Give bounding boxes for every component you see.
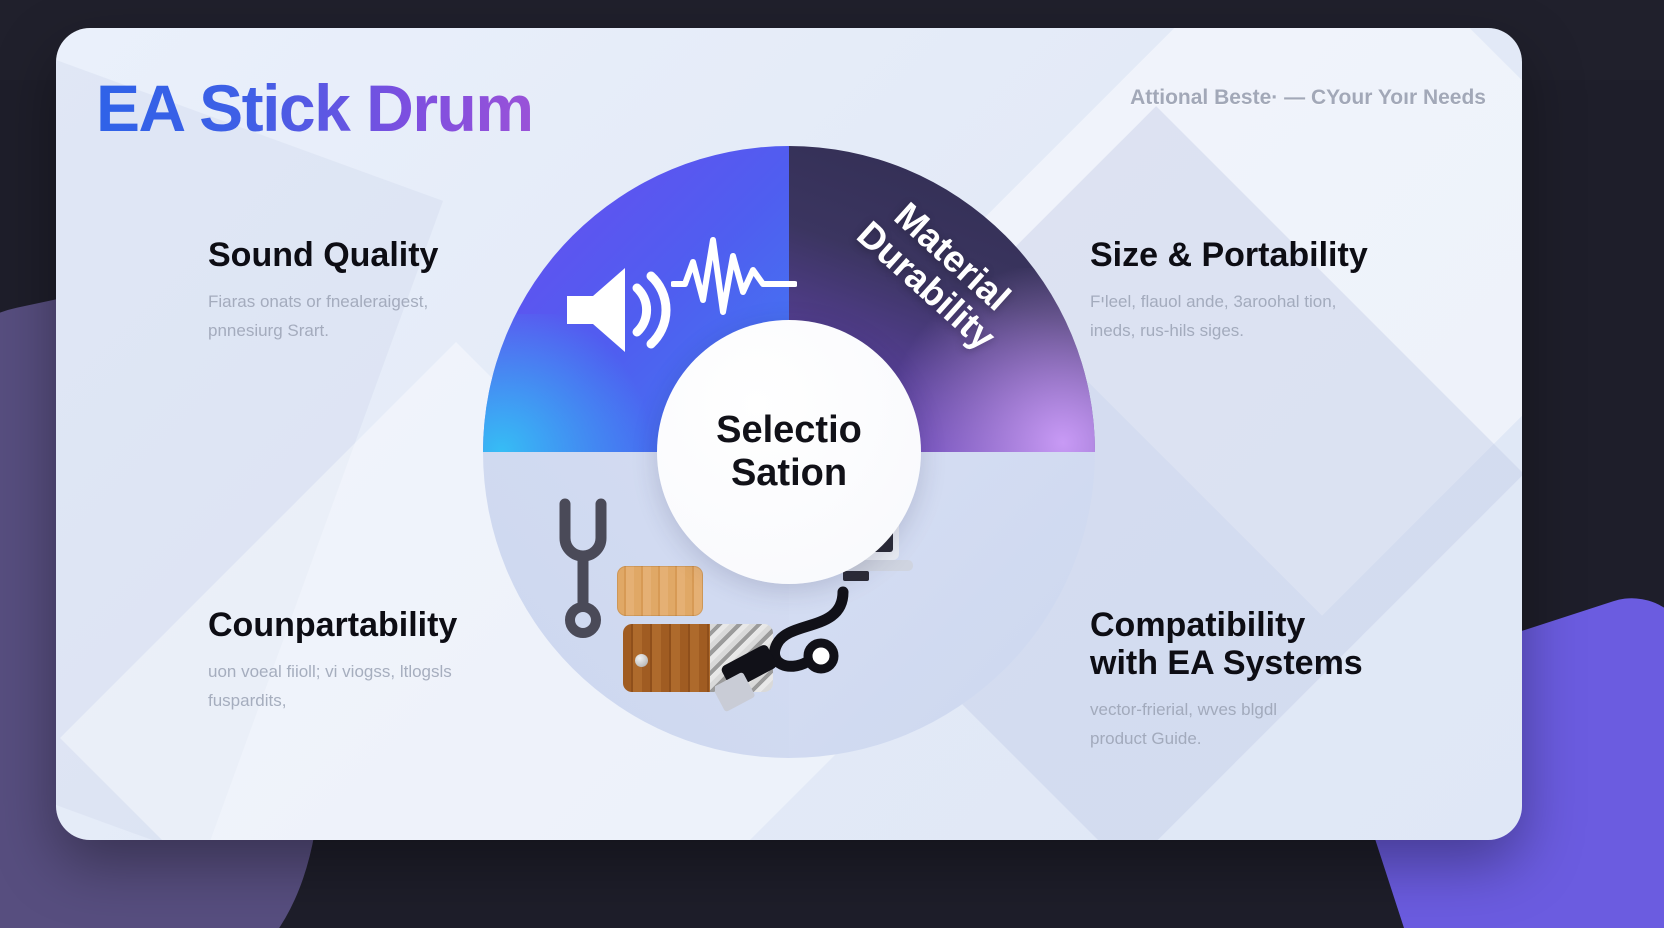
main-card: EA Stick Drum Attional Beste· — CYour Yo… <box>56 28 1522 840</box>
center-line-2: Sation <box>730 452 848 494</box>
block-sound-quality: Sound Quality Fiaras onats or fnealeraig… <box>208 236 538 345</box>
block-title-line2: with EA Systems <box>1090 644 1363 683</box>
wood-plank-icon <box>617 566 703 616</box>
usb-cable-icon <box>715 586 849 712</box>
wheel-center-label: Selectio Sation <box>657 320 921 584</box>
selection-wheel: Material Durability <box>483 146 1095 758</box>
block-title: Counpartability <box>208 606 458 644</box>
block-title: Sound Quality <box>208 236 439 274</box>
block-title: Size & Portability <box>1090 236 1368 274</box>
block-size-portability: Size & Portability Fיleel, flauol ande, … <box>1090 236 1420 345</box>
tuning-fork-icon <box>559 498 607 638</box>
block-body: Fיleel, flauol ande, 3aroohal tion,ineds… <box>1090 292 1337 340</box>
block-compatibility-ea-systems: Compatibility with EA Systems vector-fri… <box>1090 606 1420 753</box>
block-body: Fiaras onats or fnealeraigest,pnnesiurg … <box>208 292 429 340</box>
block-title-line1: Compatibility <box>1090 606 1306 644</box>
page-title: EA Stick Drum <box>96 71 534 145</box>
screw-icon <box>635 654 648 667</box>
block-counpartability: Counpartability uon voeal fiioll; vi vio… <box>208 606 538 715</box>
speaker-icon <box>567 268 671 352</box>
header-tagline: Attional Beste· — CYour Yoır Needs <box>1130 86 1486 109</box>
soundwave-icon <box>671 237 797 315</box>
center-line-1: Selectio <box>716 409 862 452</box>
